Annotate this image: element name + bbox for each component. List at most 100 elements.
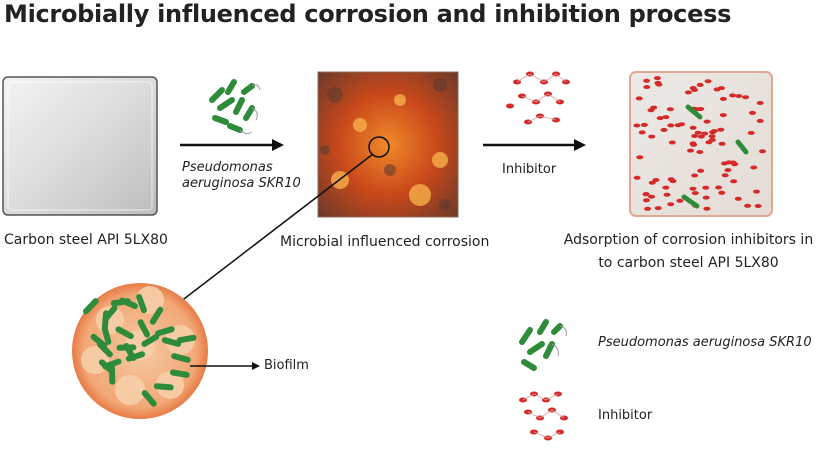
bacteria-arrow-label-line2: aeruginosa SKR10: [182, 176, 301, 191]
inhibitor-dot: [635, 96, 643, 101]
inhibitor-dot: [754, 204, 762, 208]
inhibitor-dot: [691, 134, 699, 138]
inhibitor-dot: [633, 123, 641, 128]
inhibitor-dot: [721, 173, 729, 178]
biofilm-bacterium: [161, 337, 182, 347]
inhibitor-dot: [689, 186, 697, 191]
inhibitor-dot: [708, 137, 716, 142]
inhibitor-dot: [717, 127, 725, 132]
inhibitor-dot: [689, 86, 697, 90]
inhibitor-dot: [640, 122, 648, 127]
inhibitor-dot: [701, 131, 709, 136]
inhibitor-dot: [744, 203, 752, 208]
inhibitor-dot: [713, 87, 721, 92]
corroded-steel-panel: [317, 71, 459, 218]
biofilm-label: Biofilm: [264, 358, 309, 373]
biofilm-bacterium: [153, 383, 174, 391]
inhibitor-dot: [742, 95, 750, 100]
biofilm-bacterium: [101, 325, 112, 345]
inhibitor-dot: [759, 149, 766, 154]
biofilm-bacterium: [102, 305, 118, 322]
diagram-title: Microbially influenced corrosion and inh…: [4, 0, 732, 28]
bacteria-arrow-label-line1: Pseudomonas: [182, 160, 273, 175]
inhibitor-dot: [715, 185, 723, 190]
inhibitor-dot: [652, 178, 660, 182]
inhibitor-dot: [704, 79, 712, 84]
inhibitor-dot: [694, 130, 702, 135]
biofilm-bacterium: [176, 334, 197, 344]
inhibitor-dot: [648, 180, 656, 185]
inhibitor-arrow: [483, 139, 586, 151]
mic-label: Microbial influenced corrosion: [280, 234, 490, 250]
inhibitor-dot: [662, 115, 670, 120]
bacteria-cluster-icon: [209, 79, 261, 135]
inhibitor-dot: [667, 202, 675, 207]
inhibitor-dot: [642, 198, 650, 203]
inhibitor-dot: [689, 125, 697, 130]
inhibitor-dot: [648, 194, 656, 199]
adsorption-label-line1: Adsorption of corrosion inhibitors in: [563, 232, 814, 248]
inhibitor-dot: [684, 90, 692, 95]
inhibitor-dot: [718, 190, 726, 195]
carbon-steel-label: Carbon steel API 5LX80: [4, 232, 168, 248]
biofilm-bacterium: [90, 333, 108, 349]
inhibitor-dot: [696, 150, 704, 154]
inhibitor-dot: [702, 185, 710, 190]
biofilm-bacterium: [115, 326, 134, 340]
inhibitor-dot: [734, 196, 742, 201]
inhibitor-dot: [662, 185, 670, 190]
inhibitor-dot: [719, 96, 727, 101]
legend-inhibitor-label: Inhibitor: [598, 408, 653, 423]
zoom-line: [179, 153, 374, 303]
inhibitor-arrow-label: Inhibitor: [502, 162, 557, 177]
inhibitor-dot: [753, 189, 760, 194]
inhibitor-dot: [725, 160, 733, 165]
inhibitor-dot: [691, 191, 699, 196]
inhibitor-dot: [676, 198, 684, 203]
inhibitor-dot: [703, 206, 711, 211]
inhibitor-dot: [735, 94, 743, 98]
inhibitor-dot: [642, 192, 650, 197]
inhibitor-dot: [667, 123, 675, 128]
biofilm-bacterium: [102, 358, 122, 370]
legend-bacteria-icon: [519, 319, 567, 371]
adsorption-label-line2: to carbon steel API 5LX80: [598, 255, 779, 271]
inhibitor-dot: [708, 134, 716, 139]
inhibitor-dot: [697, 134, 705, 139]
biofilm-bacterium: [171, 353, 191, 363]
inhibitor-dot: [654, 206, 662, 211]
inhibitor-dot: [730, 179, 738, 184]
biofilm-bacterium: [136, 294, 147, 314]
inhibited-steel-panel: [629, 71, 773, 217]
inhibitor-dot: [667, 177, 675, 182]
carbon-steel-panel: [2, 76, 158, 216]
biofilm-arrow: [190, 362, 260, 370]
inhibitor-dot: [660, 127, 668, 132]
inhibitor-dot: [756, 118, 764, 123]
inhibitor-dot: [633, 175, 641, 180]
bacteria-arrow: [180, 139, 284, 151]
inhibitor-dot: [666, 107, 674, 112]
inhibitor-dot: [749, 110, 756, 115]
inhibitor-dot: [718, 141, 726, 146]
inhibitor-dot: [643, 85, 651, 89]
inhibitor-dot: [650, 105, 658, 110]
inhibitor-dot: [648, 134, 656, 139]
biofilm-bacterium: [169, 369, 190, 378]
inhibitor-dot: [654, 80, 662, 85]
inhibitor-dot: [663, 192, 671, 197]
inhibitor-molecule-icon: [506, 71, 570, 125]
inhibitor-dot: [638, 130, 646, 135]
inhibitor-dot: [747, 130, 755, 135]
inhibitor-dot: [697, 168, 705, 173]
legend-inhibitor-icon: [519, 391, 568, 441]
inhibitor-dot: [643, 78, 651, 83]
inhibitor-dot: [750, 165, 758, 170]
biofilm-illustration: [72, 283, 208, 419]
biofilm-bacterium: [125, 351, 146, 362]
inhibitor-dot: [729, 93, 737, 98]
inhibitor-dot: [687, 148, 694, 153]
inhibitor-dot: [724, 168, 732, 173]
inhibitor-dot: [710, 129, 718, 133]
